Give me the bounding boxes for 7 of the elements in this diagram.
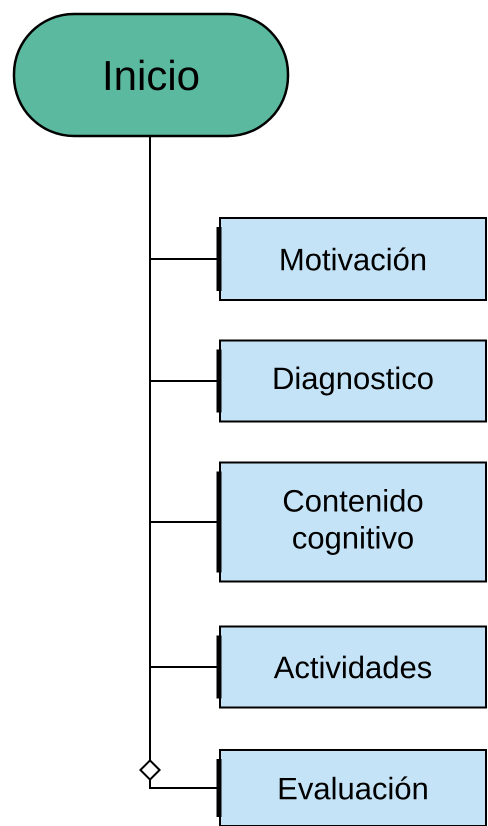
connector-line xyxy=(149,137,219,789)
step-box: Evaluación xyxy=(216,749,487,826)
step-box: Actividades xyxy=(216,626,487,708)
step-box: Contenido cognitivo xyxy=(216,462,487,582)
step-box: Diagnostico xyxy=(216,340,487,422)
step-box: Motivación xyxy=(216,217,487,301)
start-terminal: Inicio xyxy=(12,12,290,138)
